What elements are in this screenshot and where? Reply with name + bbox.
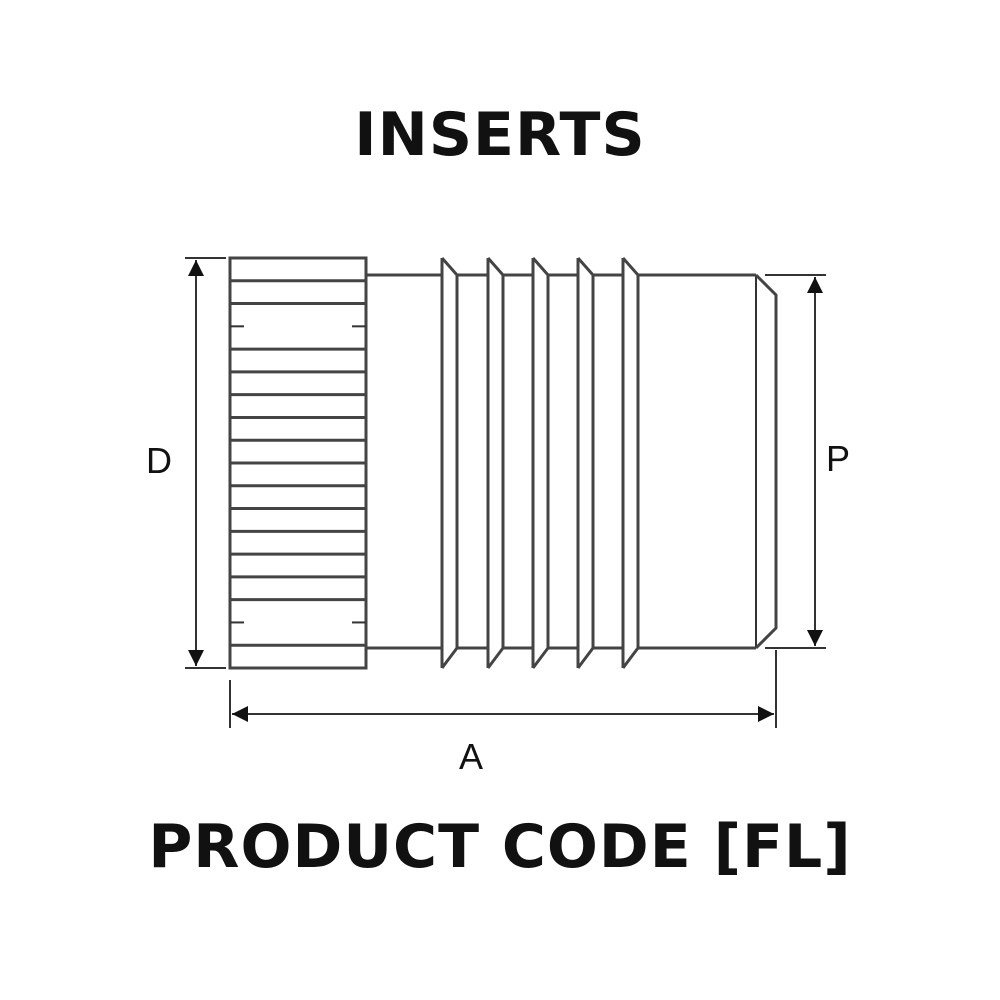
barb-taper [486,257,505,669]
barb-taper [621,257,640,669]
dimension-label-d: D [146,440,172,481]
dimension-label-p: P [826,438,851,479]
dimension-a [229,650,777,728]
barb-taper [440,257,459,669]
dimension-p [765,274,826,649]
barbed-body [366,257,778,669]
product-code: PRODUCT CODE [FL] [148,812,852,882]
dimension-d [185,257,226,669]
dimension-label-a: A [459,736,484,777]
end-chamfer [754,273,778,650]
knurled-head [228,256,368,670]
barb-taper [576,257,595,669]
barb-taper [531,257,550,669]
diagram-title: INSERTS [354,100,646,170]
